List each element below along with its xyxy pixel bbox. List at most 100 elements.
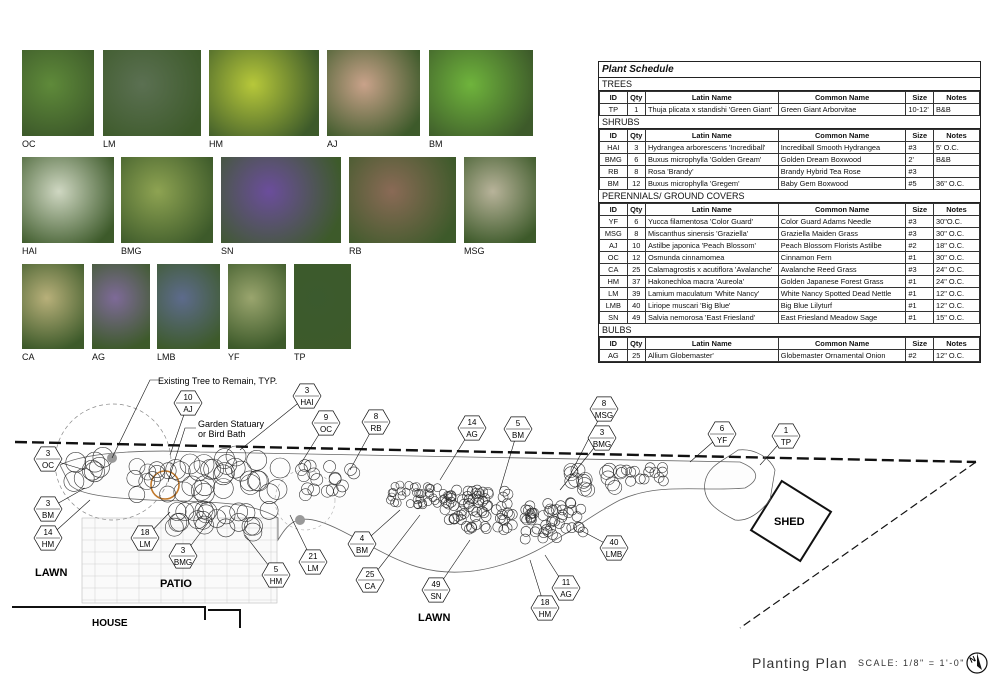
callout-qty: 18 <box>541 598 550 607</box>
callout-code: OC <box>42 461 54 470</box>
plant-photo-code: TP <box>294 352 306 362</box>
plant-symbol <box>396 486 406 496</box>
plant-symbol <box>412 488 421 497</box>
callout-code: TP <box>781 438 791 447</box>
callout-code: LM <box>139 540 150 549</box>
schedule-cell-size: #2 <box>905 349 934 362</box>
leader-line <box>167 427 196 483</box>
schedule-cell-notes: 12" O.C. <box>933 299 980 312</box>
plant-symbol <box>139 463 157 481</box>
schedule-cell-common: Color Guard Adams Needle <box>777 215 907 228</box>
schedule-cell-latin: Hakonechloa macra 'Aureola' <box>644 275 779 288</box>
plant-symbol <box>563 466 579 481</box>
callout-qty: 25 <box>366 570 375 579</box>
schedule-cell-latin: Osmunda cinnamomea <box>644 251 779 264</box>
plant-symbol <box>524 500 536 512</box>
plant-symbol <box>542 498 554 509</box>
callout-statuary-2: or Bird Bath <box>198 429 246 439</box>
existing-tree-trunk <box>295 515 305 525</box>
plant-symbol <box>388 488 398 497</box>
plant-symbol <box>301 482 314 496</box>
schedule-cell-notes: 12" O.C. <box>933 349 980 362</box>
schedule-cell-latin: Salvia nemorosa 'East Friesland' <box>644 311 779 324</box>
plant-symbol <box>566 522 578 533</box>
plant-symbol <box>605 476 620 492</box>
callout-existing-tree: Existing Tree to Remain, TYP. <box>158 376 277 386</box>
plant-callout-tag: 3BM <box>33 487 86 522</box>
callout-code: BMG <box>593 440 611 449</box>
schedule-cell-notes: 12" O.C. <box>933 287 980 300</box>
callout-code: BMG <box>174 558 192 567</box>
plan-base <box>12 403 977 629</box>
plant-photo-code: SN <box>221 246 234 256</box>
plant-symbol <box>545 522 557 534</box>
callout-code: CA <box>364 582 376 591</box>
plant-symbol <box>216 505 236 525</box>
callout-code: LMB <box>606 550 622 559</box>
plant-symbol <box>214 462 235 483</box>
property-line-diagonal <box>739 461 977 629</box>
plant-photo-image <box>92 264 150 349</box>
schedule-cell-notes: 36" O.C. <box>933 177 980 190</box>
callout-qty: 3 <box>600 428 605 437</box>
plant-symbol <box>551 532 563 543</box>
plant-photo-code: BMG <box>121 246 142 256</box>
plant-symbol <box>482 487 494 498</box>
plant-symbol <box>643 466 655 478</box>
schedule-cell-size: #1 <box>905 275 934 288</box>
plant-symbol <box>224 457 246 479</box>
plant-symbol <box>248 470 269 492</box>
schedule-cell-latin: Allium Globemaster' <box>644 349 779 362</box>
plant-symbol <box>128 458 146 475</box>
plant-photo-code: LMB <box>157 352 176 362</box>
plant-symbol <box>564 474 580 489</box>
schedule-cell-common: Golden Dream Boxwood <box>777 153 907 166</box>
plant-callout-tag: 1TP <box>759 423 801 466</box>
callout-qty: 18 <box>141 528 150 537</box>
schedule-header-latin: Latin Name <box>644 91 779 104</box>
plant-symbol <box>415 489 425 499</box>
plant-symbol <box>165 459 187 480</box>
plant-symbol <box>448 500 460 511</box>
label-shed: SHED <box>774 516 805 528</box>
plant-photo: HAI <box>22 157 114 257</box>
schedule-cell-id: MSG <box>599 227 628 240</box>
plant-symbol <box>471 484 483 496</box>
callout-code: AG <box>466 430 478 439</box>
north-arrow-icon: N <box>966 652 988 674</box>
plant-symbol <box>473 497 485 508</box>
plant-photo-code: LM <box>103 139 116 149</box>
plant-photo: HM <box>209 50 319 150</box>
plant-symbol <box>188 460 209 481</box>
schedule-cell-common: Cinnamon Fern <box>777 251 907 264</box>
callout-qty: 6 <box>720 424 725 433</box>
schedule-cell-latin: Liriope muscari 'Big Blue' <box>644 299 779 312</box>
plant-callout-tag: 4BM <box>347 509 401 557</box>
plant-symbol <box>214 448 235 469</box>
schedule-cell-id: HAI <box>599 141 628 154</box>
schedule-header-notes: Notes <box>933 91 980 104</box>
schedule-header-qty: Qty <box>626 337 646 350</box>
schedule-cell-latin: Miscanthus sinensis 'Graziella' <box>644 227 779 240</box>
schedule-header-qty: Qty <box>626 129 646 142</box>
schedule-header-size: Size <box>905 337 934 350</box>
plant-symbol <box>395 480 405 490</box>
plant-symbol <box>455 514 467 525</box>
property-line <box>14 440 977 464</box>
plant-callout-tag: 5HM <box>244 534 291 588</box>
plant-symbol <box>565 497 576 508</box>
schedule-section-title: PERENNIALS/ GROUND COVERS <box>599 190 980 203</box>
plan-title: Planting Plan <box>752 655 848 671</box>
plant-photo-code: AG <box>92 352 106 362</box>
callout-qty: 49 <box>432 580 441 589</box>
